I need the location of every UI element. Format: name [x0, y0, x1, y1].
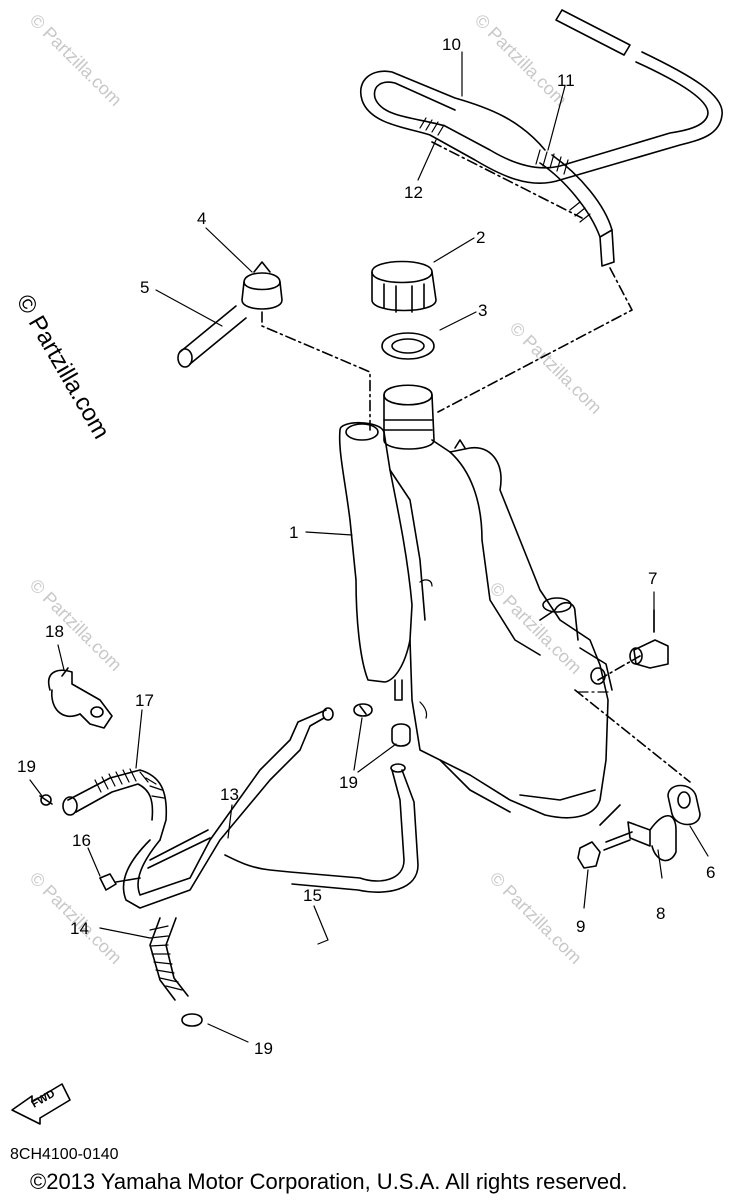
part-label-5: 5 [140, 278, 150, 297]
part-label-3: 3 [478, 301, 488, 320]
drawing-code: 8CH4100-0140 [10, 1146, 119, 1163]
hose-15 [224, 763, 419, 893]
part-label-7: 7 [648, 569, 658, 588]
lower-hose-17 [62, 768, 168, 841]
part-label-19: 19 [339, 773, 358, 792]
clip-16 [99, 873, 141, 891]
reference-marks [419, 579, 613, 719]
radiator-cap [371, 260, 437, 313]
overflow-cap [241, 261, 283, 310]
part-label-13: 13 [220, 785, 239, 804]
part-label-17: 17 [135, 691, 154, 710]
part-label-4: 4 [197, 209, 207, 228]
long-hose-13 [122, 707, 334, 909]
hose-clamp-holder [47, 667, 113, 729]
bracket-assembly [577, 784, 701, 869]
part-label-14: 14 [70, 919, 89, 938]
clip-19 [39, 703, 411, 1027]
leader-lines [29, 51, 709, 1043]
o-ring [381, 332, 435, 360]
copyright-notice: ©2013 Yamaha Motor Corporation, U.S.A. A… [30, 1169, 628, 1194]
fwd-label: FWD [30, 1088, 58, 1111]
part-label-11: 11 [557, 71, 575, 90]
breather-hose [359, 9, 723, 413]
part-label-1: 1 [289, 523, 299, 542]
part-label-2: 2 [476, 228, 486, 247]
fwd-arrow-icon [11, 1083, 71, 1125]
part-label-19: 19 [17, 757, 36, 776]
part-label-18: 18 [45, 622, 64, 641]
part-label-16: 16 [72, 831, 91, 850]
part-label-10: 10 [442, 35, 461, 54]
part-label-8: 8 [656, 904, 666, 923]
part-label-9: 9 [576, 917, 586, 936]
part-label-12: 12 [404, 183, 423, 202]
part-label-19: 19 [254, 1039, 273, 1058]
part-label-15: 15 [303, 886, 322, 905]
spring-hose-14 [149, 917, 189, 1001]
reservoir-tank [338, 384, 613, 819]
part-label-6: 6 [706, 863, 716, 882]
short-tube [177, 305, 247, 368]
